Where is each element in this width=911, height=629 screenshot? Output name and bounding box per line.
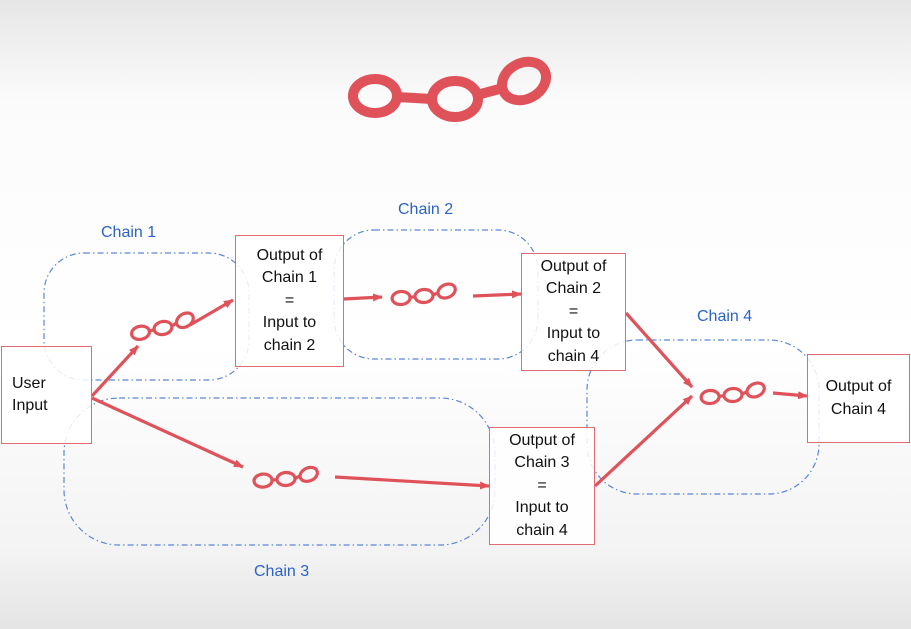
arrow-user-input-to-chain1 xyxy=(90,344,140,398)
chain1-group-outline xyxy=(43,252,250,381)
chain3-chain-icon xyxy=(252,465,319,489)
arrow-user-input-to-chain3 xyxy=(91,396,244,469)
chain4-label: Chain 4 xyxy=(697,308,753,325)
chain1-chain-icon xyxy=(129,311,195,342)
output-chain-4-box: Output of Chain 4 xyxy=(807,354,910,443)
chain2-label: Chain 2 xyxy=(398,201,454,218)
output-chain-1-box: Output of Chain 1 = Input to chain 2 xyxy=(235,235,344,367)
header-chain-icon xyxy=(348,56,551,122)
chain3-group-outline xyxy=(63,397,496,546)
chain4-chain-icon xyxy=(699,381,766,406)
output-chain-1-text: Output of Chain 1 = Input to chain 2 xyxy=(256,246,323,354)
output-chain-3-box: Output of Chain 3 = Input to chain 4 xyxy=(489,427,595,545)
user-input-text: User Input xyxy=(12,374,48,415)
output-chain-3-text: Output of Chain 3 = Input to chain 4 xyxy=(509,431,575,539)
chain4-group-outline xyxy=(586,339,820,495)
arrow-output3-to-chain4 xyxy=(593,394,694,488)
arrow-output2-to-chain4 xyxy=(624,311,694,389)
user-input-box: User Input xyxy=(1,346,92,444)
arrow-chain4-to-output4 xyxy=(772,391,808,400)
arrow-chain1-to-output1 xyxy=(189,298,234,327)
chain2-chain-icon xyxy=(390,282,457,307)
output-chain-4-text: Output of Chain 4 xyxy=(825,378,892,418)
output-chain-2-box: Output of Chain 2 = Input to chain 4 xyxy=(521,253,626,371)
arrow-chain3-to-output3 xyxy=(334,475,490,490)
chain3-label: Chain 3 xyxy=(254,563,310,580)
arrow-chain2-to-output2 xyxy=(472,290,522,299)
arrow-output1-to-chain2 xyxy=(343,293,383,302)
chain1-label: Chain 1 xyxy=(101,224,157,241)
output-chain-2-text: Output of Chain 2 = Input to chain 4 xyxy=(540,257,607,365)
